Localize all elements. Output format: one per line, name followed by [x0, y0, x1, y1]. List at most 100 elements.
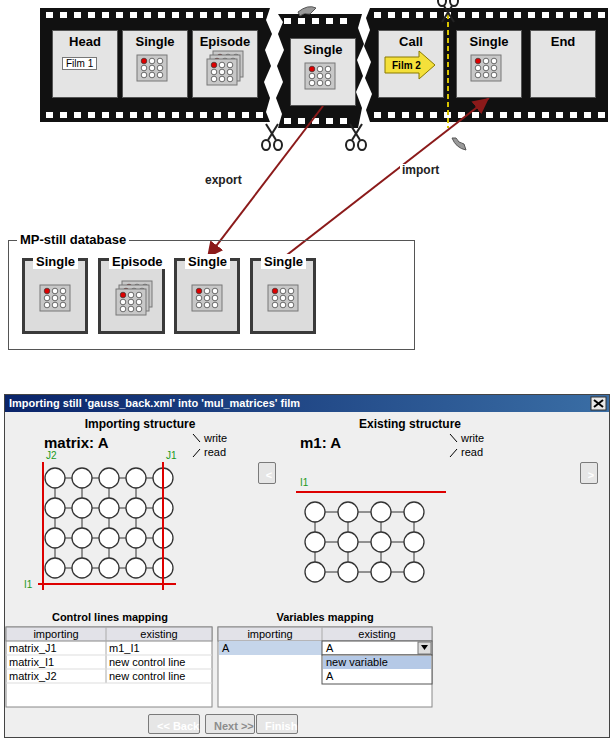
sprocket-hole [228, 112, 235, 118]
icon-node [219, 62, 225, 68]
combo-button [418, 642, 431, 654]
legend-text: read [461, 446, 483, 459]
sprocket-hole [298, 118, 305, 124]
node-title: Single [33, 254, 78, 269]
sprocket-hole [214, 112, 221, 118]
mesh-line [315, 512, 414, 513]
structure-name: m1: A [300, 434, 341, 451]
film-frame: Episode [192, 30, 258, 98]
icon-node [204, 295, 210, 301]
panel-heading: Existing structure [359, 418, 461, 431]
dialog-body [5, 412, 609, 737]
sprocket-hole [172, 12, 179, 18]
icon-node [120, 292, 126, 298]
sprocket-hole [228, 12, 235, 18]
icon-node [157, 72, 163, 78]
icon-node [288, 302, 294, 308]
node-title: Finish [261, 717, 297, 735]
combo-arrow [421, 645, 428, 650]
film-frame: End [530, 30, 596, 98]
table-cell: A [222, 642, 229, 655]
film-frame: Single [122, 30, 188, 98]
sprocket-hole [74, 112, 81, 118]
close-button [591, 397, 606, 410]
sprocket-hole [388, 12, 395, 18]
icon-node [219, 69, 225, 75]
sprocket-hole [514, 12, 521, 18]
sprocket-hole [458, 12, 465, 18]
icon-node [44, 302, 50, 308]
scissors-blade [266, 124, 276, 140]
close-cross [594, 400, 603, 407]
grid-node [371, 532, 391, 552]
icon-node [141, 72, 147, 78]
icon-node [227, 69, 233, 75]
icon-node [475, 65, 481, 71]
icon-node [491, 65, 497, 71]
sprocket-hole [158, 112, 165, 118]
grid-node [99, 468, 119, 488]
icon-node [128, 299, 134, 305]
icon-node [211, 76, 217, 82]
table-heading: Variables mapping [276, 611, 373, 624]
sprocket-hole [256, 12, 263, 18]
icon-node [149, 72, 155, 78]
node-title: Single [123, 34, 187, 49]
icon-node [196, 302, 202, 308]
sprocket-hole [46, 12, 53, 18]
mesh-line [82, 478, 83, 568]
sprocket-hole [374, 112, 381, 118]
node-title: Head [53, 34, 117, 49]
sprocket-hole [528, 12, 535, 18]
sprocket-hole [102, 112, 109, 118]
sprocket-hole [130, 112, 137, 118]
icon-node [317, 80, 323, 86]
grid-node [45, 468, 65, 488]
sprocket-hole [402, 12, 409, 18]
sprocket-hole [130, 12, 137, 18]
sprocket-hole [60, 12, 67, 18]
icon-node [141, 65, 147, 71]
icon-node [60, 288, 66, 294]
sprocket-hole [74, 12, 81, 18]
grid-node [72, 558, 92, 578]
node-title: Single [185, 254, 230, 269]
sprocket-hole [284, 118, 291, 124]
tape-roll [298, 7, 316, 16]
grid-node [72, 498, 92, 518]
scissors-handle [346, 140, 354, 150]
tape-roll [452, 138, 466, 150]
film-frame: Single [456, 30, 522, 98]
scissors-blade [352, 124, 362, 140]
sprocket-hole [298, 18, 305, 24]
sprocket-hole [88, 112, 95, 118]
grid-node [45, 528, 65, 548]
icon-node [120, 299, 126, 305]
scissors-handle [450, 0, 458, 6]
icon-node [128, 306, 134, 312]
icon-panel [192, 285, 222, 311]
dialog-button: << Back [148, 714, 200, 734]
sprocket-hole [584, 112, 591, 118]
grid-node [72, 468, 92, 488]
grid-node [338, 502, 358, 522]
combo-box [322, 641, 432, 655]
icon-panel [305, 63, 335, 89]
still-frame: Single [174, 258, 240, 334]
icon-node [288, 288, 294, 294]
sprocket-hole [388, 112, 395, 118]
disabled-button: Next >> [205, 714, 255, 734]
sprocket-hole [416, 112, 423, 118]
film-strip [40, 8, 272, 122]
structure-name: matrix: A [44, 434, 108, 451]
close-cross [594, 400, 603, 407]
table-heading: Control lines mapping [52, 611, 168, 624]
sprocket-hole [60, 112, 67, 118]
sprocket-hole [598, 12, 605, 18]
frame-icon [193, 49, 253, 99]
panel-heading: Importing structure [85, 418, 196, 431]
film-strip [364, 8, 608, 122]
